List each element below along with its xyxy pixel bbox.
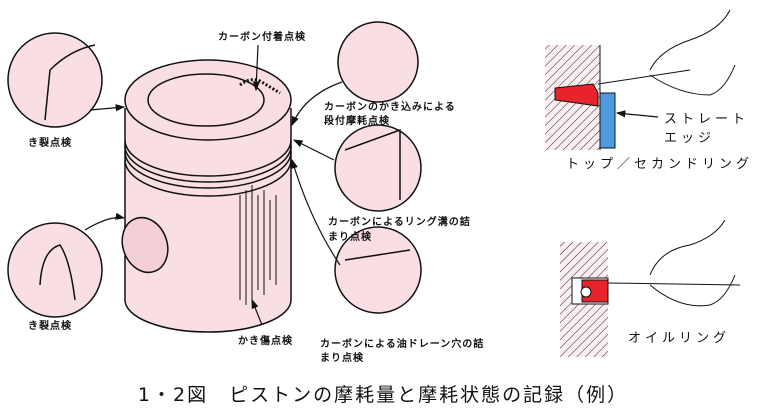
- drain-detail: [334, 226, 422, 314]
- figure-caption: 1・2図 ピストンの摩耗量と摩耗状態の記録（例）: [137, 384, 629, 406]
- label-crack-upper: き裂点検: [28, 138, 72, 149]
- step-wear-detail: [337, 21, 419, 103]
- label-groove-clog-2: まり点検: [328, 232, 372, 243]
- oil-ring-drawing: [560, 219, 741, 357]
- label-drain-clog-1: カーボンによる油ドレーン穴の詰: [320, 339, 485, 350]
- label-carbon-deposit: カーボン付着点検: [218, 32, 306, 43]
- detail-circles: [7, 21, 422, 318]
- label-step-wear-1: カーボンのかき込みによる: [324, 102, 456, 113]
- crack-detail-upper: [7, 32, 103, 128]
- label-groove-clog-1: カーボンによるリング溝の詰: [328, 217, 471, 228]
- label-step-wear-2: 段付摩耗点検: [324, 116, 390, 127]
- label-crack-lower: き裂点検: [28, 321, 72, 332]
- label-top-second-ring: トップ／セカンドリング: [566, 157, 754, 172]
- label-straight-edge-1: ストレート: [664, 112, 750, 127]
- label-oil-ring: オイルリング: [628, 331, 731, 346]
- label-drain-clog-2: まり点検: [320, 353, 364, 364]
- arrows: [84, 44, 659, 326]
- crack-detail-lower: [7, 222, 103, 318]
- piston-drawing: [121, 59, 292, 333]
- label-scratch: かき傷点検: [238, 336, 293, 347]
- top-second-ring-drawing: [545, 9, 736, 150]
- label-straight-edge-2: エッジ: [664, 131, 716, 146]
